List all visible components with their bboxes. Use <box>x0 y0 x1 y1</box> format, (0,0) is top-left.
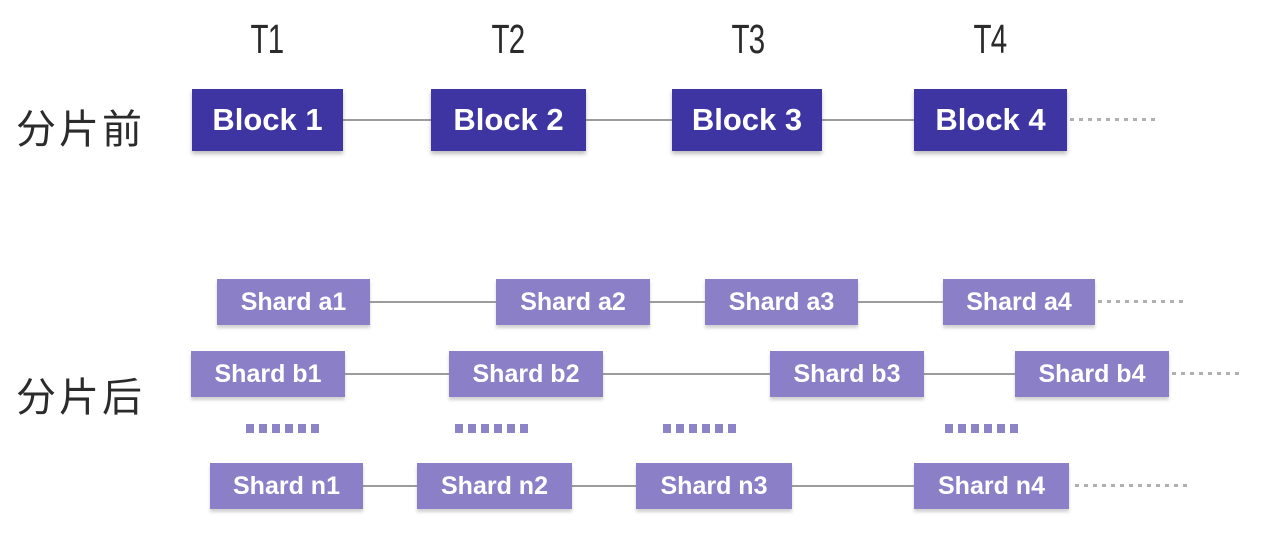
block-3-node: Block 3 <box>672 89 822 151</box>
block-2-node: Block 2 <box>431 89 586 151</box>
block-4-node: Block 4 <box>914 89 1067 151</box>
before-sharding-label: 分片前 <box>16 108 145 152</box>
ellipsis-dots-icon <box>246 424 319 433</box>
time-label-t4: T4 <box>973 16 1007 62</box>
shard-a2-node: Shard a2 <box>496 279 650 325</box>
time-label-t1: T1 <box>250 16 284 62</box>
after-sharding-label: 分片后 <box>16 376 145 420</box>
shard-b1-node: Shard b1 <box>191 351 345 397</box>
time-label-t2: T2 <box>491 16 525 62</box>
shard-b2-node: Shard b2 <box>449 351 603 397</box>
ellipsis-dots-icon <box>455 424 528 433</box>
shard-row-n-continuation-dotted-line <box>1075 484 1187 487</box>
block-1-node: Block 1 <box>192 89 343 151</box>
block-chain-continuation-dotted-line <box>1070 118 1158 121</box>
shard-n2-node: Shard n2 <box>417 463 572 509</box>
ellipsis-dots-icon <box>945 424 1018 433</box>
shard-a4-node: Shard a4 <box>943 279 1095 325</box>
shard-n4-node: Shard n4 <box>914 463 1069 509</box>
shard-row-a-connector-line <box>294 301 1019 303</box>
shard-row-b-continuation-dotted-line <box>1172 372 1244 375</box>
shard-a1-node: Shard a1 <box>217 279 370 325</box>
shard-row-b-connector-line <box>268 373 1092 375</box>
shard-a3-node: Shard a3 <box>705 279 858 325</box>
time-label-t3: T3 <box>731 16 765 62</box>
block-chain-connector-line <box>268 119 990 121</box>
shard-n3-node: Shard n3 <box>636 463 792 509</box>
shard-b4-node: Shard b4 <box>1015 351 1169 397</box>
shard-row-a-continuation-dotted-line <box>1098 300 1186 303</box>
shard-n1-node: Shard n1 <box>210 463 363 509</box>
shard-b3-node: Shard b3 <box>770 351 924 397</box>
ellipsis-dots-icon <box>663 424 736 433</box>
